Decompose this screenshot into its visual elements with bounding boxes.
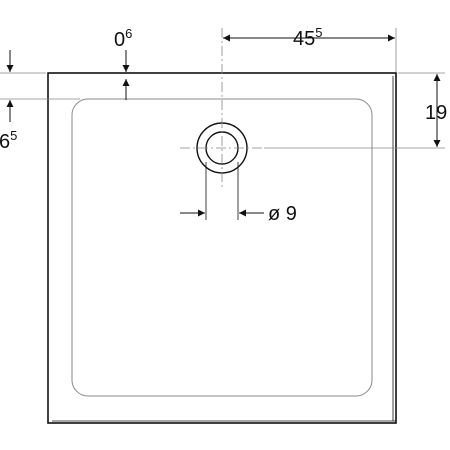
drain-distance-label: 455 [293,25,322,50]
drain-diameter-label: ø 9 [268,203,297,225]
tray-inner-basin [71,98,373,397]
drain-height-label: 19 [425,102,447,124]
left-offset-label: 65 [0,128,17,153]
top-offset-label: 06 [114,26,132,51]
drain [180,28,264,190]
